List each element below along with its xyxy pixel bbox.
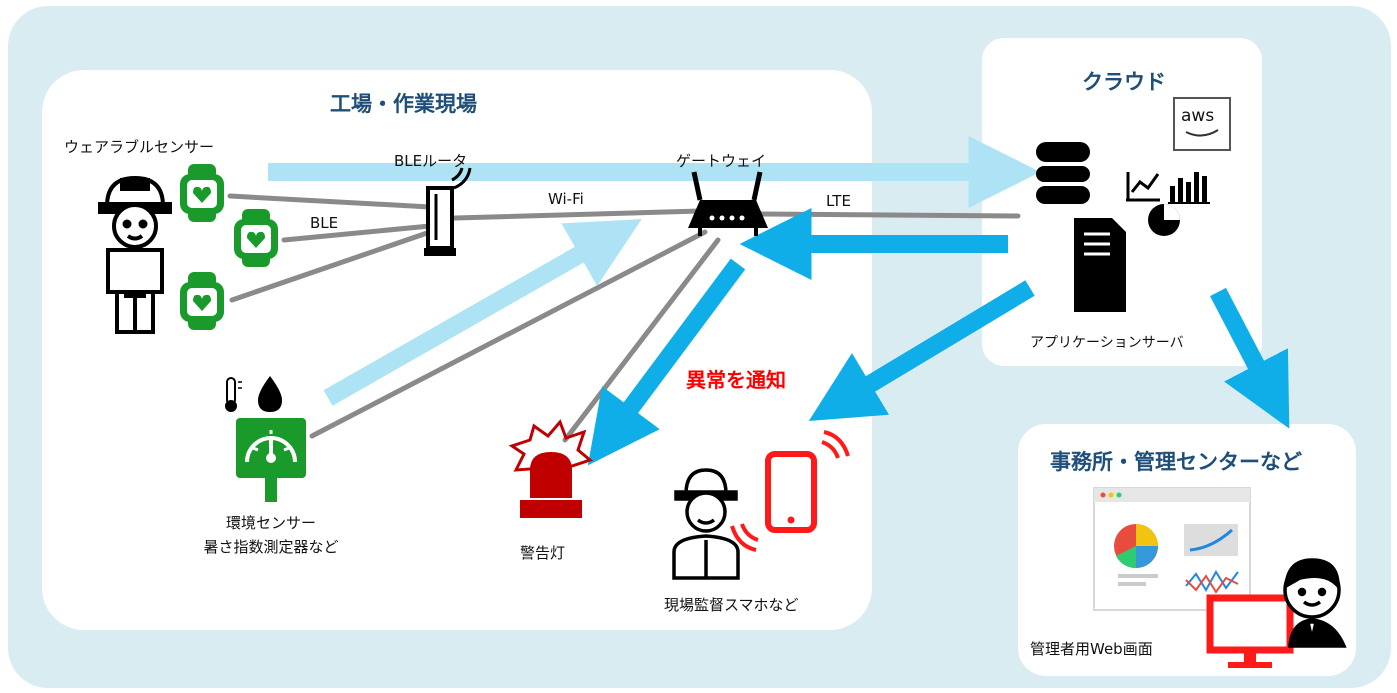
app-server-label: アプリケーションサーバ bbox=[1030, 335, 1184, 351]
env-sensor-sublabel: 暑さ指数測定器など bbox=[203, 538, 339, 556]
notify-arrows bbox=[587, 208, 1290, 466]
smartphone-icon bbox=[730, 430, 850, 552]
env-sensor-label: 環境センサー bbox=[225, 514, 316, 532]
supervisor-icon bbox=[672, 468, 740, 580]
thermometer-icon bbox=[225, 377, 242, 412]
ble-label: BLE bbox=[310, 214, 339, 232]
smartwatch-icon bbox=[180, 164, 224, 222]
dashboard-icon bbox=[1093, 487, 1251, 611]
gateway-icon bbox=[688, 171, 768, 236]
notify-arrow-light bbox=[587, 258, 746, 466]
smartwatch-icon bbox=[180, 272, 224, 330]
notify-label: 異常を通知 bbox=[686, 368, 786, 392]
admin-web-label: 管理者用Web画面 bbox=[1030, 640, 1153, 658]
wifi-label: Wi-Fi bbox=[548, 190, 584, 208]
smartwatch-icon bbox=[234, 209, 278, 267]
notify-arrow-office bbox=[1210, 287, 1290, 429]
router-icon bbox=[424, 167, 472, 256]
gateway-label: ゲートウェイ bbox=[676, 152, 767, 170]
warning-light-icon bbox=[508, 419, 594, 518]
admin-user-icon bbox=[1283, 558, 1347, 648]
monitor-icon bbox=[1206, 594, 1294, 668]
database-icon bbox=[1036, 142, 1090, 204]
ble-router-label: BLEルータ bbox=[394, 152, 468, 170]
aws-logo bbox=[1173, 97, 1231, 151]
water-drop-icon bbox=[258, 376, 282, 412]
notify-arrow-phone bbox=[808, 280, 1035, 421]
factory-title: 工場・作業現場 bbox=[330, 92, 477, 116]
server-icon bbox=[1074, 218, 1126, 312]
supervisor-label: 現場監督スマホなど bbox=[664, 596, 799, 614]
office-title: 事務所・管理センターなど bbox=[1050, 450, 1302, 474]
uplink-arrows bbox=[268, 136, 1041, 406]
cloud-title: クラウド bbox=[1082, 70, 1166, 94]
wearable-label: ウェアラブルセンサー bbox=[64, 138, 215, 156]
worker-icon bbox=[98, 175, 172, 334]
warning-light-label: 警告灯 bbox=[520, 544, 566, 562]
aws-text: aws bbox=[1181, 106, 1215, 126]
uplink-arrow-env bbox=[323, 219, 642, 406]
lte-label: LTE bbox=[826, 192, 851, 210]
chart-icon bbox=[1126, 172, 1210, 236]
gauge-sensor-icon bbox=[236, 418, 306, 502]
